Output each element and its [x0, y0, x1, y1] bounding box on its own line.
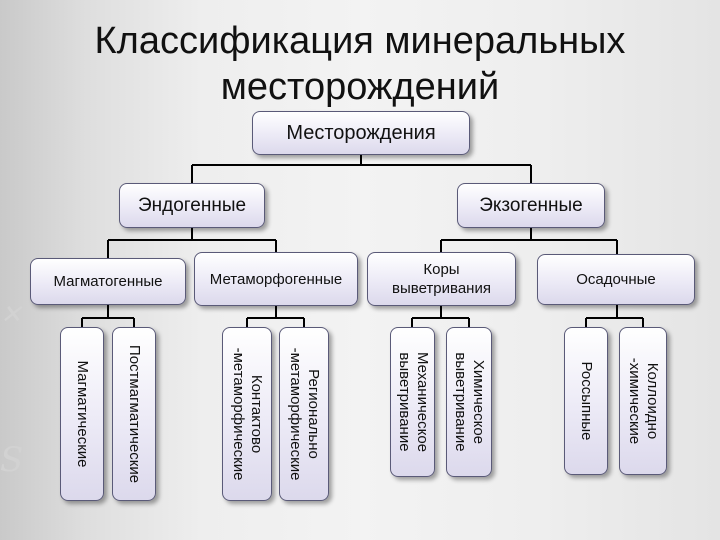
node-label: Метаморфогенные	[209, 270, 343, 288]
title-line-2: месторождений	[220, 66, 500, 108]
node-label: Постмагматические	[126, 344, 143, 484]
page-title: Классификация минеральных месторождений	[0, 18, 720, 110]
node-type-colloid-chemical: Коллоидно -химические	[619, 327, 667, 475]
node-group-magmatogenic: Магматогенные	[30, 258, 186, 305]
node-label: Коллоидно -химические	[626, 357, 661, 445]
node-type-postmagmatic: Постмагматические	[112, 327, 156, 501]
node-label: Эндогенные	[137, 194, 247, 216]
node-type-mechanical-weathering: Механическое выветривание	[390, 327, 435, 477]
node-group-sedimentary: Осадочные	[537, 254, 695, 305]
node-label: Коры выветривания	[392, 261, 491, 297]
node-label: Россыпные	[578, 361, 595, 441]
node-label: Контактово -метаморфические	[230, 347, 265, 481]
node-label: Магматические	[74, 360, 91, 468]
background-decoration: S	[0, 440, 24, 480]
title-line-1: Классификация минеральных	[94, 20, 626, 62]
node-type-regional-metamorphic: Регионально -метаморфические	[279, 327, 329, 501]
node-label: Магматогенные	[53, 273, 163, 290]
node-class-endogenous: Эндогенные	[119, 183, 265, 228]
node-label: Механическое выветривание	[395, 351, 431, 453]
node-group-metamorphogenic: Метаморфогенные	[194, 252, 358, 306]
node-type-placer: Россыпные	[564, 327, 608, 475]
node-type-magmatic: Магматические	[60, 327, 104, 501]
node-label: Регионально -метаморфические	[287, 347, 322, 481]
node-root: Месторождения	[252, 111, 470, 155]
node-label: Осадочные	[576, 271, 656, 288]
background-decoration: ✕	[0, 300, 22, 330]
node-label: Экзогенные	[479, 194, 583, 216]
node-label: Химическое выветривание	[452, 352, 487, 452]
node-group-weathering-crust: Коры выветривания	[367, 252, 516, 306]
node-root-label: Месторождения	[286, 121, 436, 144]
node-class-exogenous: Экзогенные	[457, 183, 605, 228]
node-type-chemical-weathering: Химическое выветривание	[446, 327, 492, 477]
node-type-contact-metamorphic: Контактово -метаморфические	[222, 327, 272, 501]
